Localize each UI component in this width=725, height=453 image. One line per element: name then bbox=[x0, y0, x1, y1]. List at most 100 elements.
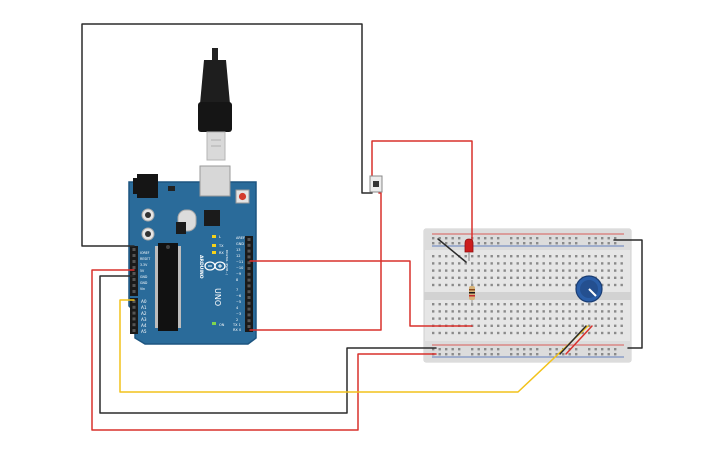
breadboard-hole bbox=[568, 283, 571, 287]
breadboard-hole bbox=[438, 283, 441, 287]
wires bbox=[81, 23, 643, 431]
breadboard-hole bbox=[549, 303, 552, 306]
breadboard-hole bbox=[458, 237, 461, 240]
breadboard-hole bbox=[510, 331, 513, 335]
breadboard-hole bbox=[614, 348, 617, 351]
breadboard-hole bbox=[477, 283, 480, 287]
breadboard-hole bbox=[588, 303, 591, 306]
breadboard-hole bbox=[490, 324, 493, 327]
breadboard-hole bbox=[549, 331, 552, 335]
breadboard-hole bbox=[536, 317, 539, 320]
breadboard-hole bbox=[484, 317, 487, 320]
breadboard-hole bbox=[588, 324, 591, 327]
breadboard-hole bbox=[516, 255, 519, 258]
atmega-chip bbox=[158, 243, 178, 331]
breadboard-hole bbox=[542, 269, 545, 272]
analog-header[interactable] bbox=[130, 298, 138, 334]
pin-label-gnd-2: GND bbox=[140, 281, 148, 285]
breadboard-hole bbox=[620, 317, 623, 320]
breadboard-hole bbox=[464, 262, 467, 265]
breadboard-hole bbox=[458, 283, 461, 287]
resistor[interactable] bbox=[469, 280, 475, 306]
breadboard-hole bbox=[458, 303, 461, 306]
breadboard-hole bbox=[432, 276, 435, 279]
breadboard-hole bbox=[601, 324, 604, 327]
pin-label-gnd: GND bbox=[236, 242, 244, 246]
pin-label-11: ~11 bbox=[236, 260, 243, 264]
breadboard-hole bbox=[562, 255, 565, 258]
header-pins bbox=[132, 238, 251, 332]
breadboard-hole bbox=[451, 303, 454, 306]
breadboard-hole bbox=[490, 255, 493, 258]
breadboard-hole bbox=[562, 317, 565, 320]
breadboard-hole bbox=[510, 317, 513, 320]
breadboard-hole bbox=[445, 242, 448, 245]
breadboard-hole bbox=[432, 317, 435, 320]
breadboard-hole bbox=[484, 237, 487, 240]
breadboard-hole bbox=[575, 310, 578, 313]
breadboard-hole bbox=[523, 283, 526, 287]
breadboard-hole bbox=[471, 353, 474, 356]
breadboard-hole bbox=[549, 255, 552, 258]
wire-gnd-to-button[interactable] bbox=[81, 23, 373, 247]
header-pin bbox=[132, 260, 136, 263]
wire-a0-to-pot[interactable] bbox=[119, 299, 589, 393]
breadboard-hole bbox=[588, 317, 591, 320]
header-pin bbox=[247, 272, 251, 276]
breadboard-hole bbox=[549, 242, 552, 245]
breadboard-hole bbox=[607, 255, 610, 258]
pin-label-a1: A1 bbox=[141, 305, 147, 310]
power-header[interactable] bbox=[130, 246, 138, 296]
led-label-on: ON bbox=[219, 323, 225, 327]
breadboard-hole bbox=[614, 310, 617, 313]
breadboard-hole bbox=[607, 317, 610, 320]
breadboard-hole bbox=[503, 303, 506, 306]
atmega-chip-notch bbox=[166, 245, 170, 249]
led[interactable] bbox=[464, 238, 474, 261]
breadboard-hole bbox=[477, 262, 480, 265]
breadboard-hole bbox=[555, 255, 558, 258]
breadboard-hole bbox=[620, 276, 623, 279]
breadboard-hole bbox=[614, 303, 617, 306]
pin-label-a4: A4 bbox=[141, 323, 147, 328]
breadboard[interactable] bbox=[423, 228, 632, 363]
pin-label-8: 8 bbox=[236, 278, 238, 282]
breadboard-hole bbox=[451, 242, 454, 245]
breadboard-hole bbox=[601, 353, 604, 356]
pushbutton[interactable] bbox=[369, 175, 383, 193]
pushbutton-cap[interactable] bbox=[373, 181, 379, 187]
reset-button-cap[interactable] bbox=[238, 192, 247, 201]
breadboard-hole bbox=[477, 242, 480, 245]
breadboard-hole bbox=[523, 242, 526, 245]
breadboard-hole bbox=[562, 262, 565, 265]
breadboard-hole bbox=[562, 303, 565, 306]
breadboard-hole bbox=[614, 269, 617, 272]
breadboard-hole bbox=[529, 255, 532, 258]
breadboard-hole bbox=[555, 331, 558, 335]
digital-header[interactable] bbox=[245, 236, 253, 332]
breadboard-hole bbox=[575, 317, 578, 320]
arduino-uno-board[interactable]: L TX RX ON ARDUINO UNO DIGITAL (PWM~) AR… bbox=[128, 48, 257, 345]
wire-led-ground[interactable] bbox=[437, 238, 467, 263]
wire-pot-leg-power[interactable] bbox=[565, 325, 593, 355]
breadboard-hole bbox=[581, 324, 584, 327]
wire-5v-to-rail[interactable] bbox=[91, 269, 437, 431]
wire-gnd-to-rail[interactable] bbox=[99, 275, 437, 414]
wire-pin13-to-breadboard[interactable] bbox=[249, 260, 473, 327]
breadboard-hole bbox=[581, 255, 584, 258]
breadboard-hole bbox=[568, 317, 571, 320]
pin-label-10: ~10 bbox=[236, 266, 243, 270]
header-pin bbox=[132, 278, 136, 281]
breadboard-hole bbox=[594, 269, 597, 272]
wire-pot-leg-ground[interactable] bbox=[559, 325, 587, 355]
breadboard-hole bbox=[581, 303, 584, 306]
breadboard-hole bbox=[497, 348, 500, 351]
breadboard-hole bbox=[614, 237, 617, 240]
header-pin bbox=[247, 307, 251, 311]
breadboard-hole bbox=[607, 262, 610, 265]
led-label-l: L bbox=[219, 235, 221, 239]
breadboard-hole bbox=[568, 237, 571, 240]
wire-rail-jumper[interactable] bbox=[613, 239, 643, 349]
potentiometer[interactable] bbox=[575, 275, 603, 303]
breadboard-hole bbox=[562, 324, 565, 327]
